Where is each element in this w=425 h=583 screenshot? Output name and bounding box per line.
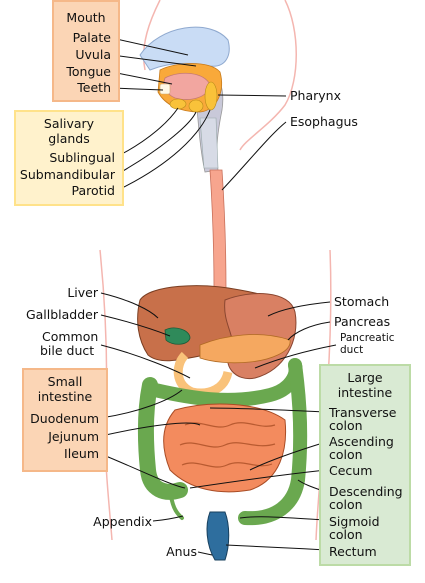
- label-pancreas: Pancreas: [334, 314, 391, 329]
- gallbladder-shape: [164, 327, 191, 345]
- descending-colon-shape: [238, 358, 308, 526]
- label-gallbladder: Gallbladder: [25, 307, 98, 322]
- rectum-shape: [206, 511, 230, 561]
- label-ascending-colon-1: Ascending: [329, 434, 394, 449]
- label-transverse-colon-1: Transverse: [329, 405, 397, 420]
- label-pharynx: Pharynx: [290, 88, 341, 103]
- mouth-group-title: Mouth: [66, 10, 106, 25]
- large-intestine-group-title-1: Large: [347, 370, 383, 385]
- label-descending-colon-2: colon: [329, 497, 363, 512]
- salivary-group-title-2: glands: [48, 131, 90, 146]
- label-parotid: Parotid: [71, 183, 115, 198]
- label-descending-colon-1: Descending: [329, 484, 403, 499]
- label-rectum: Rectum: [329, 544, 377, 559]
- label-duodenum: Duodenum: [30, 411, 99, 426]
- label-sigmoid-colon-2: colon: [329, 527, 363, 542]
- sublingual-gland: [169, 98, 187, 110]
- large-intestine-group-title-2: intestine: [337, 385, 393, 400]
- label-jejunum: Jejunum: [48, 429, 99, 444]
- label-appendix: Appendix: [93, 514, 152, 529]
- label-pancreatic-duct-2: duct: [340, 344, 364, 356]
- label-tongue: Tongue: [66, 64, 111, 79]
- label-sublingual: Sublingual: [49, 150, 115, 165]
- label-teeth: Teeth: [77, 80, 111, 95]
- label-sigmoid-colon-1: Sigmoid: [329, 514, 380, 529]
- label-ascending-colon-2: colon: [329, 447, 363, 462]
- label-ileum: Ileum: [64, 446, 99, 461]
- label-cecum: Cecum: [329, 463, 373, 478]
- parotid-gland: [204, 81, 218, 111]
- label-common-bile-duct-1: Common: [42, 329, 99, 344]
- teeth-shape: [159, 83, 171, 95]
- label-stomach: Stomach: [334, 294, 390, 309]
- label-liver: Liver: [67, 285, 98, 300]
- label-transverse-colon-2: colon: [329, 418, 363, 433]
- label-submandibular: Submandibular: [19, 167, 115, 182]
- trachea: [199, 117, 219, 169]
- pancreas-shape: [199, 334, 291, 364]
- salivary-group-box: Salivary glands: [14, 110, 124, 206]
- label-uvula: Uvula: [75, 47, 111, 62]
- salivary-group-title-1: Salivary: [43, 116, 95, 131]
- label-palate: Palate: [72, 30, 111, 45]
- label-esophagus: Esophagus: [290, 114, 358, 129]
- label-anus: Anus: [166, 544, 197, 559]
- leader-lines: [100, 37, 337, 556]
- small-intestine-group-title-2: intestine: [37, 389, 93, 404]
- large-intestine-group-box: Large intestine: [319, 364, 411, 566]
- small-intestine-group-box: Small intestine: [22, 368, 108, 472]
- label-pancreatic-duct-1: Pancreatic: [340, 332, 395, 344]
- small-intestine-group-title-1: Small: [47, 374, 83, 389]
- small-intestine-shape: [163, 403, 287, 493]
- label-common-bile-duct-2: bile duct: [40, 343, 95, 358]
- tongue-shape: [163, 72, 211, 100]
- submandibular-gland: [188, 99, 204, 113]
- mouth-group-box: Mouth: [52, 0, 120, 102]
- ascending-colon-shape: [137, 377, 188, 500]
